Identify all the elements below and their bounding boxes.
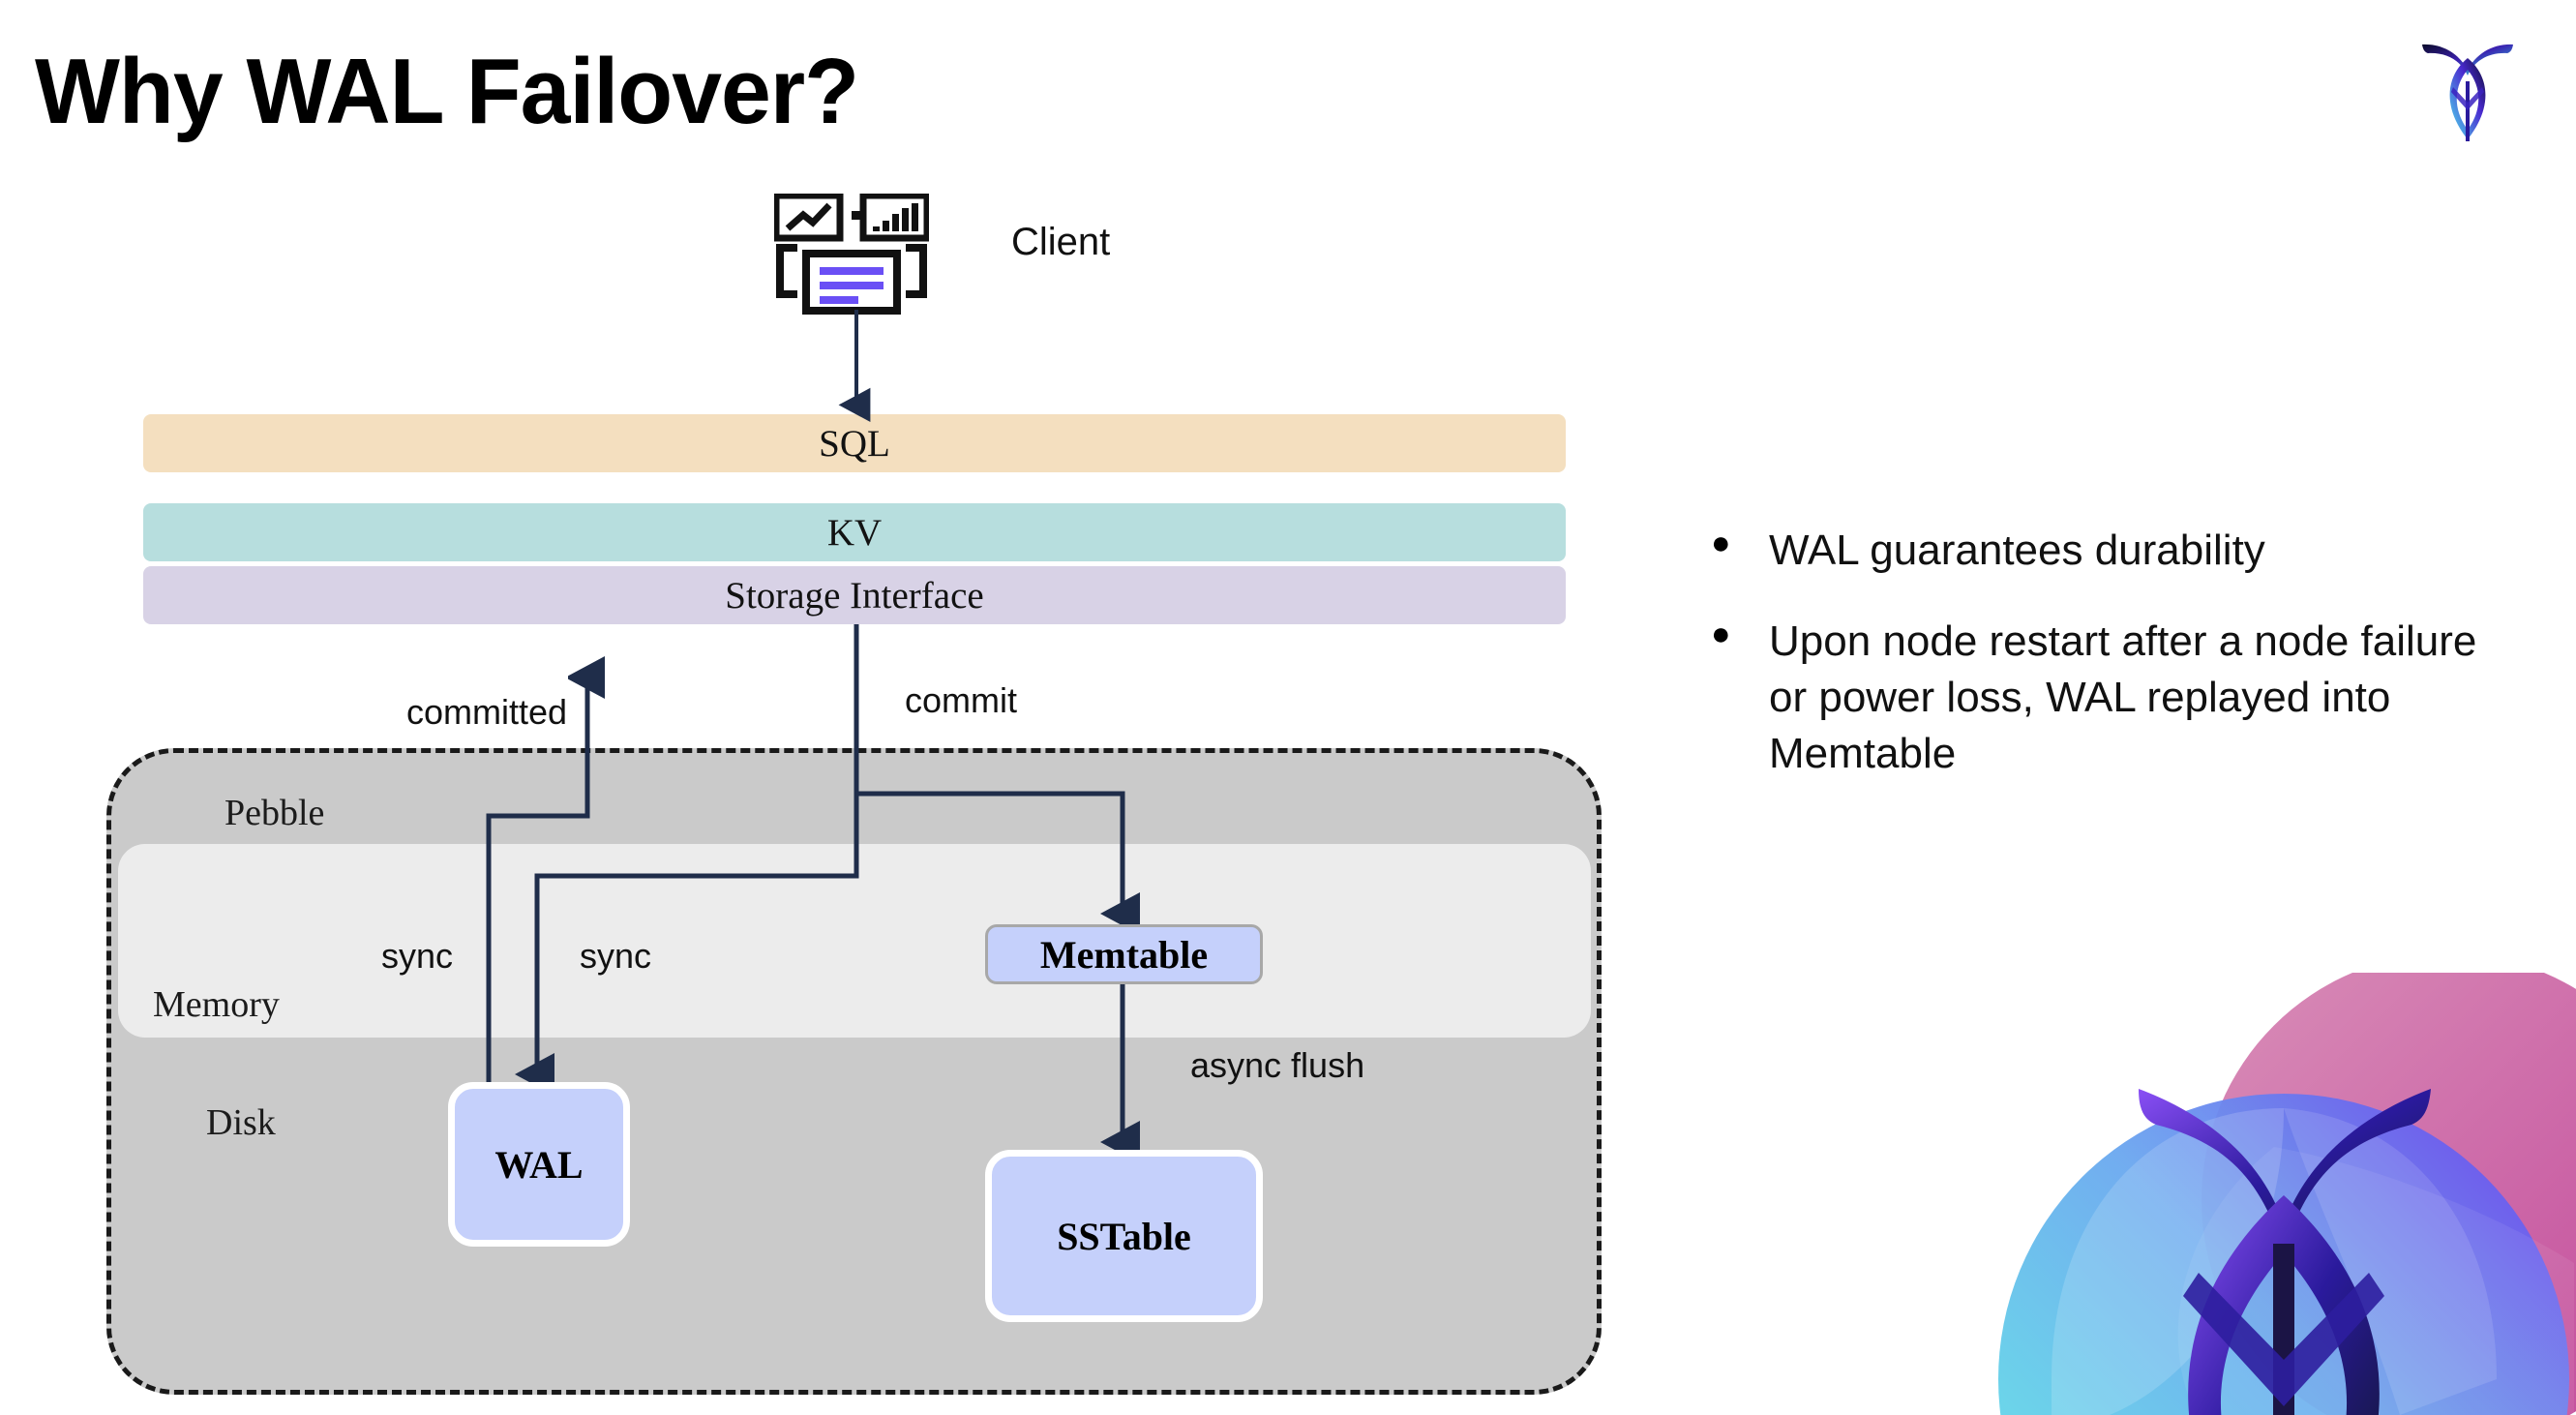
edge-label-sync-left: sync [381, 936, 454, 976]
memory-label: Memory [153, 984, 280, 1025]
layer-label-sql: SQL [819, 422, 890, 465]
edge-label-committed: committed [406, 692, 568, 732]
list-item: ● Upon node restart after a node failure… [1703, 614, 2506, 782]
bullet-marker-icon: ● [1711, 525, 1731, 561]
bullet-list: ● WAL guarantees durability ● Upon node … [1703, 523, 2506, 817]
client-label: Client [1011, 221, 1111, 263]
node-memtable: Memtable [985, 924, 1263, 984]
layer-bar-sql: SQL [143, 414, 1566, 472]
node-label-sstable: SSTable [1057, 1214, 1191, 1258]
edge-label-commit: commit [905, 680, 1017, 720]
pebble-label: Pebble [225, 793, 325, 833]
layer-label-kv: KV [826, 511, 883, 554]
node-wal: WAL [448, 1082, 630, 1247]
bullet-text: Upon node restart after a node failure o… [1769, 617, 2477, 778]
list-item: ● WAL guarantees durability [1703, 523, 2506, 579]
layer-bar-storage: Storage Interface [143, 566, 1566, 624]
cockroachdb-decorative-logo-icon [1993, 973, 2576, 1415]
disk-label: Disk [206, 1102, 276, 1143]
layer-label-storage: Storage Interface [725, 574, 984, 617]
bullet-marker-icon: ● [1711, 616, 1731, 653]
page-title: Why WAL Failover? [35, 40, 859, 143]
client-dashboard-icon [772, 192, 931, 315]
node-label-memtable: Memtable [1039, 932, 1209, 977]
cockroachdb-logo-icon [2414, 31, 2521, 147]
node-label-wal: WAL [494, 1142, 584, 1187]
edge-label-sync-right: sync [580, 936, 652, 976]
bullet-text: WAL guarantees durability [1769, 527, 2265, 574]
node-sstable: SSTable [985, 1150, 1263, 1322]
memory-region [118, 844, 1591, 1038]
edge-label-async-flush: async flush [1190, 1045, 1365, 1085]
layer-bar-kv: KV [143, 503, 1566, 561]
